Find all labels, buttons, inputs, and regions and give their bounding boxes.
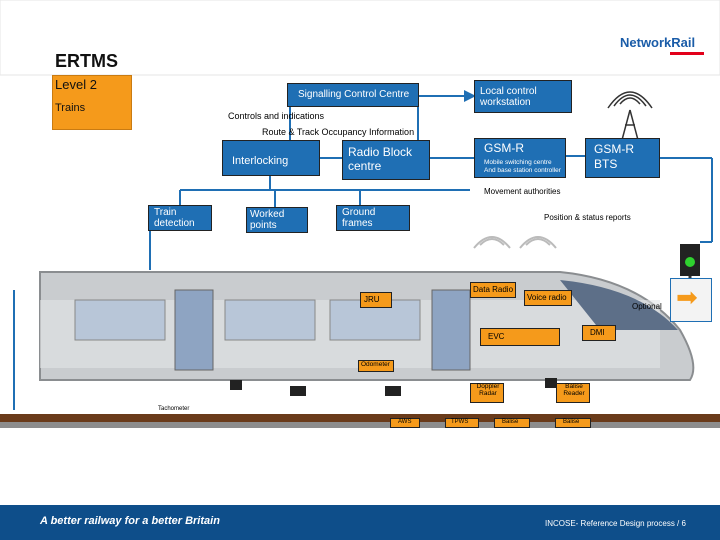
controls-indications-label: Controls and indications bbox=[228, 111, 325, 121]
local-control-workstation-label: Local control workstation bbox=[480, 86, 537, 108]
balise-1-box bbox=[494, 418, 530, 428]
train-detection-label: Train detection bbox=[154, 207, 195, 229]
balise-1-label: Balise bbox=[502, 419, 519, 425]
gsmr-box bbox=[474, 138, 566, 178]
jru-label: JRU bbox=[364, 295, 380, 304]
dmi-box bbox=[582, 325, 616, 341]
balise-2-label: Balise bbox=[563, 419, 580, 425]
route-occupancy-label: Route & Track Occupancy Information bbox=[262, 127, 415, 137]
trains-label: Trains bbox=[55, 102, 86, 114]
footer-page: INCOSE- Reference Design process / 6 bbox=[545, 519, 686, 528]
dmi-label: DMI bbox=[590, 328, 605, 337]
interlocking-box bbox=[222, 140, 320, 176]
data-radio-box bbox=[470, 282, 516, 298]
radio-block-centre-box bbox=[342, 140, 430, 180]
optional-arrow-icon: ➡ bbox=[676, 282, 698, 312]
diagram-subtitle: Level 2 bbox=[55, 77, 97, 92]
tpws-box bbox=[445, 418, 479, 428]
gsmr-label: GSM-R bbox=[484, 141, 524, 155]
evc-box bbox=[480, 328, 560, 346]
voice-radio-label: Voice radio bbox=[527, 293, 567, 302]
signalling-control-centre-label: Signalling Control Centre bbox=[298, 89, 410, 100]
footer-slogan: A better railway for a better Britain bbox=[40, 515, 220, 527]
gsmr-bts-box bbox=[585, 138, 660, 178]
aws-box bbox=[390, 418, 420, 428]
balise-2-box bbox=[555, 418, 591, 428]
voice-radio-box bbox=[524, 290, 572, 306]
gsmr-bts-label: GSM-R BTS bbox=[594, 142, 634, 171]
network-rail-logo: NetworkRail bbox=[620, 35, 696, 50]
position-status-label: Position & status reports bbox=[544, 213, 631, 222]
optional-box bbox=[670, 278, 712, 322]
doppler-radar-label: Doppler Radar bbox=[476, 383, 500, 397]
network-rail-logo-mark bbox=[670, 52, 704, 55]
odometer-box bbox=[358, 360, 394, 372]
odometer-label: Odometer bbox=[361, 361, 390, 368]
ground-frames-label: Ground frames bbox=[342, 207, 376, 229]
doppler-radar-box bbox=[470, 383, 504, 403]
local-control-workstation-box bbox=[474, 80, 572, 113]
evc-label: EVC bbox=[488, 332, 505, 341]
ground-frames-box bbox=[336, 205, 410, 231]
signalling-control-centre-box bbox=[287, 83, 419, 107]
optional-label: Optional bbox=[632, 302, 662, 311]
gsmr-detail: Mobile switching centre And base station… bbox=[484, 159, 561, 175]
worked-points-box bbox=[246, 207, 308, 233]
balise-reader-label: Balise Reader bbox=[563, 383, 585, 397]
movement-authorities-label: Movement authorities bbox=[484, 187, 561, 196]
worked-points-label: Worked points bbox=[250, 209, 285, 231]
radio-block-centre-label: Radio Block centre bbox=[348, 145, 413, 174]
aws-label: AWS bbox=[398, 419, 412, 425]
jru-box bbox=[360, 292, 392, 308]
ertms-level-box bbox=[52, 75, 132, 130]
interlocking-label: Interlocking bbox=[232, 155, 289, 167]
tachometer-label: Tachometer bbox=[158, 406, 190, 413]
train-detection-box bbox=[148, 205, 212, 231]
balise-reader-box bbox=[556, 383, 590, 403]
data-radio-label: Data Radio bbox=[473, 285, 514, 294]
diagram-title: ERTMS bbox=[55, 51, 118, 71]
tpws-label: TPWS bbox=[451, 419, 469, 425]
